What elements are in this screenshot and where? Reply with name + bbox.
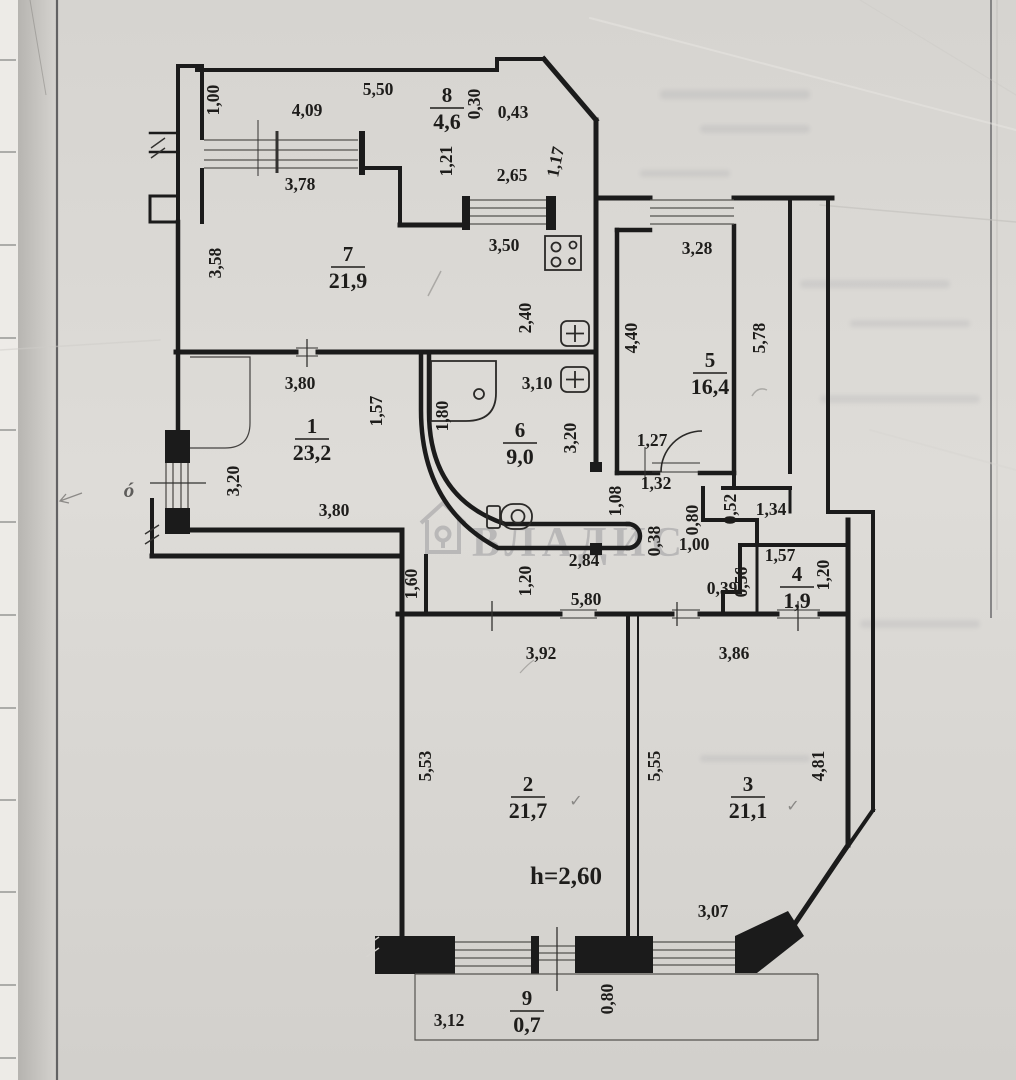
dimension-label: 0,56	[731, 566, 751, 597]
dimension-label: 1,32	[641, 473, 672, 493]
room-number: 2	[523, 772, 534, 796]
dimension-label: 4,40	[621, 322, 641, 353]
dimension-label: 0,30	[464, 88, 484, 119]
dimension-label: 4,81	[808, 751, 828, 782]
dimension-label: 3,78	[285, 174, 316, 194]
fixtures	[190, 235, 590, 530]
toilet-icon	[486, 503, 533, 530]
room-number: 1	[307, 414, 318, 438]
room-area: 23,2	[293, 440, 332, 465]
dimension-label: 3,92	[526, 643, 557, 663]
room-area: 21,9	[329, 268, 368, 293]
room-number: 3	[743, 772, 754, 796]
dimension-label: 1,00	[203, 84, 223, 115]
wardrobe-outline	[190, 356, 251, 449]
dimension-label: 3,80	[285, 373, 316, 393]
dimension-label: 2,84	[569, 550, 600, 570]
room-number: 5	[705, 348, 716, 372]
dimension-label: 3,28	[682, 238, 713, 258]
ticks-and-thresholds	[144, 120, 820, 991]
right-page-edge	[990, 0, 998, 618]
dimension-label: 3,50	[489, 235, 520, 255]
dimension-label: 1,08	[605, 485, 625, 516]
room-area: 21,7	[509, 798, 548, 823]
dimension-label: 1,57	[765, 545, 796, 565]
balcony-outline	[414, 973, 819, 1041]
left-page-edge	[0, 0, 59, 1080]
paper-creases	[0, 0, 1016, 471]
dimension-label: 1,20	[813, 559, 833, 590]
room-labels: 84,6721,9516,4123,269,041,9221,7321,190,…	[293, 83, 814, 1037]
room-number: 7	[343, 242, 354, 266]
dimension-label: 5,53	[415, 750, 435, 781]
dimension-label: 3,20	[223, 465, 243, 496]
dimension-label: 0,38	[644, 525, 664, 556]
handwritten-annotation: ó	[124, 478, 135, 502]
dimension-label: 3,86	[719, 643, 750, 663]
dimension-label: 1,20	[515, 565, 535, 596]
dimension-label: 3,80	[319, 500, 350, 520]
windows	[165, 139, 735, 967]
dimension-label: 5,50	[363, 79, 394, 99]
annotation-labels: ó ✓ ✓	[124, 478, 800, 815]
pencil-marks	[58, 270, 768, 674]
walls	[148, 55, 876, 939]
dimension-label: 1,80	[432, 400, 452, 431]
dimension-label: 0,80	[682, 504, 702, 535]
shower-tray-icon	[430, 360, 497, 422]
dimension-label: 1,34	[756, 499, 787, 519]
room-area: 0,7	[513, 1012, 541, 1037]
sink-plus-icon	[560, 320, 590, 347]
wall-piers	[165, 196, 804, 974]
dimension-label: 3,12	[434, 1010, 465, 1030]
dimension-label: 3,10	[522, 373, 553, 393]
dimension-label: 5,78	[749, 322, 769, 353]
dimension-label: 3,07	[698, 901, 729, 921]
ceiling-height-note: h=2,60	[530, 863, 602, 890]
room-area: 4,6	[433, 109, 461, 134]
dimension-label: 5,55	[644, 750, 664, 781]
dimension-label: 0,39	[707, 578, 738, 598]
room-number: 6	[515, 418, 526, 442]
door-arc-room5	[660, 430, 703, 473]
dimension-label: 5,80	[571, 589, 602, 609]
room-area: 16,4	[691, 374, 730, 399]
dimension-label: 2,65	[497, 165, 528, 185]
dimension-label: 0,43	[498, 102, 529, 122]
dimension-label: 1,21	[436, 146, 456, 177]
handwritten-annotation: ✓	[569, 793, 582, 810]
room-area: 9,0	[506, 444, 534, 469]
stove-icon	[544, 235, 582, 271]
sink-plus-icon	[560, 366, 590, 393]
dimension-label: 3,58	[205, 247, 225, 278]
dimension-label: 3,20	[560, 422, 580, 453]
dimension-label: 4,09	[292, 100, 323, 120]
handwritten-annotation: ✓	[786, 798, 799, 815]
room-number: 8	[442, 83, 453, 107]
dimension-label: 1,00	[679, 534, 710, 554]
room-area: 1,9	[783, 588, 811, 613]
bleed-through-marks	[640, 90, 980, 762]
dimension-label: 1,57	[366, 395, 386, 426]
dimension-label: 0,52	[720, 494, 740, 525]
room-number: 4	[792, 562, 803, 586]
dimension-label: 1,60	[401, 568, 421, 599]
dimension-label: 2,40	[515, 302, 535, 333]
room-area: 21,1	[729, 798, 768, 823]
room-number: 9	[522, 986, 533, 1010]
dimension-label: 0,80	[597, 983, 617, 1014]
dimension-label: 1,27	[637, 430, 668, 450]
